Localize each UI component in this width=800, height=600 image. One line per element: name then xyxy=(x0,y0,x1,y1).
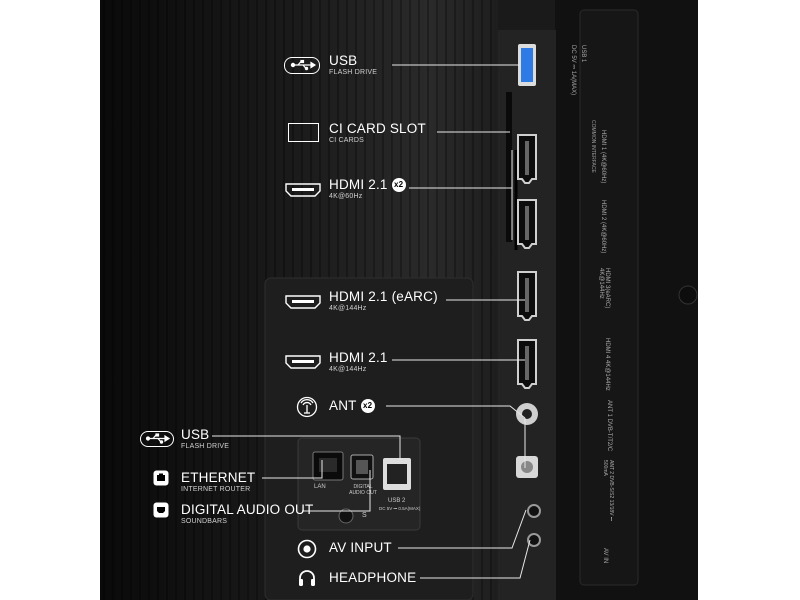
usb2-power-marking: DC 5V ⎓ 0.5A(MAX) xyxy=(379,506,421,511)
label-hdmi-earc-title: HDMI 2.1 (eARC) xyxy=(329,289,438,304)
label-ethernet-sub: INTERNET ROUTER xyxy=(181,486,251,493)
label-ci-card: CI CARD SLOT CI CARDS xyxy=(329,121,426,144)
label-av-input: AV INPUT xyxy=(329,540,392,555)
usb-icon xyxy=(284,57,320,74)
headphone-icon xyxy=(299,570,315,586)
line-ethernet xyxy=(262,460,323,479)
av-input-icon xyxy=(297,539,317,559)
label-hdmi-144-title: HDMI 2.1 xyxy=(329,350,388,365)
label-usb-bottom-title: USB xyxy=(181,427,210,442)
small-button[interactable] xyxy=(338,508,354,524)
label-hdmi-x2-badge: x2 xyxy=(391,178,406,192)
label-hdmi-x2-sub: 4K@60Hz xyxy=(329,193,363,200)
s-marking: S xyxy=(362,512,367,519)
optical-audio-icon xyxy=(153,502,169,518)
label-usb-top-sub: FLASH DRIVE xyxy=(329,69,378,76)
hdmi-icon xyxy=(285,183,321,197)
usb2-marking: USB 2 xyxy=(388,498,406,504)
label-av-input-title: AV INPUT xyxy=(329,540,392,555)
label-ethernet: ETHERNET INTERNET ROUTER xyxy=(181,470,255,493)
hdmi-144-icon xyxy=(285,355,321,369)
side-label-panel xyxy=(579,9,639,586)
label-usb-top-title: USB xyxy=(329,53,358,68)
label-digital-audio: DIGITAL AUDIO OUT SOUNDBARS xyxy=(181,502,313,525)
label-usb-bottom-sub: FLASH DRIVE xyxy=(181,443,230,450)
label-ant-badge: x2 xyxy=(360,399,375,413)
label-headphone: HEADPHONE xyxy=(329,570,416,585)
hdmi4-port-pins xyxy=(525,346,529,380)
label-hdmi-144: HDMI 2.1 4K@144Hz xyxy=(329,350,388,373)
line-usb-bottom xyxy=(212,435,401,460)
line-headphone xyxy=(420,539,531,579)
hdmi3-port-pins xyxy=(525,278,529,312)
label-digital-audio-title: DIGITAL AUDIO OUT xyxy=(181,502,314,517)
label-headphone-title: HEADPHONE xyxy=(329,570,417,585)
label-hdmi-earc: HDMI 2.1 (eARC) 4K@144Hz xyxy=(329,289,438,312)
label-usb-bottom: USB FLASH DRIVE xyxy=(181,427,229,450)
label-ci-card-title: CI CARD SLOT xyxy=(329,121,426,136)
line-ant xyxy=(386,405,526,419)
screw xyxy=(678,285,698,305)
label-ethernet-title: ETHERNET xyxy=(181,470,256,485)
label-usb-top: USB FLASH DRIVE xyxy=(329,53,377,76)
label-ci-card-sub: CI CARDS xyxy=(329,137,365,144)
hdmi-earc-icon xyxy=(285,295,321,309)
line-digital-audio xyxy=(302,470,371,512)
ethernet-icon xyxy=(153,470,169,486)
headphone-jack[interactable] xyxy=(527,533,541,547)
hdmi2-port-pins xyxy=(525,206,529,240)
usb1-port-insert xyxy=(521,48,533,82)
lan-marking: LAN xyxy=(314,484,326,490)
tv-rear-panel: LAN DIGITAL AUDIO OUT USB 2 DC 5V ⎓ 0.5A… xyxy=(100,0,698,600)
antenna-icon xyxy=(296,396,318,418)
line-av-input xyxy=(398,509,527,549)
ci-slot[interactable] xyxy=(506,92,512,242)
digital-audio-marking: DIGITAL AUDIO OUT xyxy=(349,484,377,496)
usb-bottom-icon xyxy=(140,431,174,447)
label-hdmi-earc-sub: 4K@144Hz xyxy=(329,305,367,312)
label-hdmi-x2-title: HDMI 2.1 xyxy=(329,177,388,192)
label-ant-title: ANT xyxy=(329,398,357,413)
ci-card-icon xyxy=(288,123,319,142)
av-input-jack[interactable] xyxy=(527,504,541,518)
label-hdmi-144-sub: 4K@144Hz xyxy=(329,366,367,373)
label-digital-audio-sub: SOUNDBARS xyxy=(181,518,228,525)
hdmi1-port-pins xyxy=(525,141,529,175)
ports xyxy=(312,44,541,547)
